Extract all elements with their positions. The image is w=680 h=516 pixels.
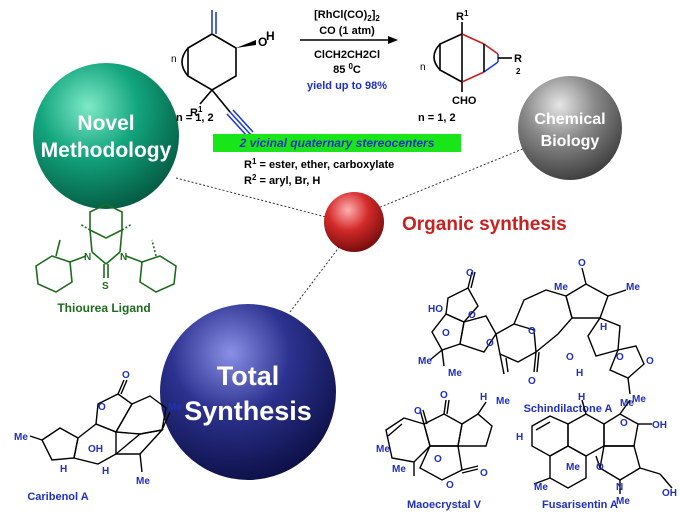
sphere-synthesis-line1: Total xyxy=(217,361,280,391)
fusarisentin-oh-1: OH xyxy=(652,420,667,431)
product-r1-label: R1 xyxy=(456,9,469,23)
catalyst-label: [RhCl(CO)2]2 xyxy=(314,9,380,23)
maoecrystal-h: H xyxy=(480,392,487,403)
caribenol-me-1: Me xyxy=(14,432,28,443)
product-n-label: n xyxy=(420,62,426,73)
caribenol-me-2: Me xyxy=(168,402,182,413)
sm-n-label: n xyxy=(171,54,177,65)
schindilactone-o-3: O xyxy=(442,328,450,339)
n-right-label: n = 1, 2 xyxy=(418,112,456,124)
hub-label: Organic synthesis xyxy=(402,214,567,235)
sphere-hub xyxy=(324,192,384,252)
schindilactone-o-5: O xyxy=(528,326,536,337)
r2-definition: R2 = aryl, Br, H xyxy=(244,173,320,187)
maoecrystal-v: O O H Me Me Me O O O Maoecrystal V xyxy=(376,390,510,511)
highlight-box xyxy=(213,134,461,152)
connectors xyxy=(175,145,531,313)
sphere-synthesis-line2: Synthesis xyxy=(184,396,312,426)
caribenol-a: Me O O OH Me H H Me Caribenol A xyxy=(14,370,182,503)
schindilactone-a: O HO O O Me Me O O O Me O Me H O H O O M… xyxy=(418,258,654,415)
caribenol-name: Caribenol A xyxy=(27,491,88,503)
fusarisentin-oh-2: OH xyxy=(662,488,677,499)
schindilactone-h-2: H xyxy=(576,368,583,379)
temperature-label: 85 0C xyxy=(333,62,361,76)
schindilactone-o-10: O xyxy=(646,356,654,367)
ligand-label: Thiourea Ligand xyxy=(57,301,150,315)
connector-biology xyxy=(377,145,531,209)
sphere-methodology: Novel Methodology xyxy=(33,63,179,209)
fusarisentin-me-1: Me xyxy=(632,394,646,405)
thiourea-ligand: N N S Thiourea Ligand xyxy=(35,203,177,315)
maoecrystal-name: Maoecrystal V xyxy=(407,499,482,511)
solvent-label: ClCH2CH2Cl xyxy=(314,49,380,61)
connector-methodology xyxy=(175,177,331,219)
maoecrystal-o-5: O xyxy=(480,468,488,479)
schindilactone-me-4: Me xyxy=(626,282,640,293)
maoecrystal-o-1: O xyxy=(414,406,422,417)
ligand-s-label: S xyxy=(102,281,109,292)
maoecrystal-o-3: O xyxy=(434,454,442,465)
fusarisentin-me-4: Me xyxy=(616,496,630,507)
schindilactone-o-9: O xyxy=(616,352,624,363)
product-cho-label: CHO xyxy=(452,95,477,107)
caribenol-o-2: O xyxy=(122,370,130,381)
fusarisentin-h-2: H xyxy=(516,432,523,443)
fusarisentin-a: H Me O OH H Me O Me N Me OH Fusarisentin… xyxy=(516,392,677,511)
fusarisentin-me-2: Me xyxy=(566,462,580,473)
maoecrystal-me-2: Me xyxy=(376,444,390,455)
caribenol-oh: OH xyxy=(88,444,103,455)
highlight-text: 2 vicinal quaternary stereocenters xyxy=(239,136,435,150)
maoecrystal-me-1: Me xyxy=(496,396,510,407)
n-left-label: n = 1, 2 xyxy=(176,112,214,124)
yield-label: yield up to 98% xyxy=(307,80,387,92)
caribenol-h-2: H xyxy=(102,466,109,477)
sphere-methodology-line2: Methodology xyxy=(41,139,172,162)
maoecrystal-o-4: O xyxy=(446,480,454,491)
schindilactone-o-4: O xyxy=(486,338,494,349)
sphere-biology: Chemical Biology xyxy=(518,76,622,180)
sm-oxygen-label: O xyxy=(258,35,267,49)
connector-synthesis xyxy=(289,245,341,313)
schindilactone-name: Schindilactone A xyxy=(524,403,613,415)
reaction-scheme: n O H R1 R2 n = 1, 2 [RhCl(CO)2]2 CO (1 … xyxy=(171,9,522,187)
fusarisentin-o-2: O xyxy=(596,462,604,473)
fusarisentin-h-1: H xyxy=(578,392,585,403)
sphere-methodology-line1: Novel xyxy=(77,112,134,135)
r1-definition: R1 = ester, ether, carboxylate xyxy=(244,157,394,171)
maoecrystal-o-2: O xyxy=(440,390,448,401)
sm-hydrogen-label: H xyxy=(266,29,275,43)
schindilactone-h-1: H xyxy=(600,322,607,333)
schindilactone-ho: HO xyxy=(428,304,443,315)
reaction-arrow-head xyxy=(388,36,398,44)
co-label: CO (1 atm) xyxy=(319,25,375,37)
fusarisentin-me-3: Me xyxy=(534,482,548,493)
product xyxy=(433,22,512,92)
schindilactone-o-1: O xyxy=(466,268,474,279)
maoecrystal-me-3: Me xyxy=(392,464,406,475)
schindilactone-me-2: Me xyxy=(448,368,462,379)
sphere-biology-line1: Chemical xyxy=(534,111,605,128)
fusarisentin-o-1: O xyxy=(620,418,628,429)
schindilactone-me-1: Me xyxy=(418,356,432,367)
fusarisentin-name: Fusarisentin A xyxy=(542,499,618,511)
caribenol-me-3: Me xyxy=(136,476,150,487)
caribenol-h-1: H xyxy=(60,464,67,475)
ligand-n2-label: N xyxy=(120,252,127,263)
schindilactone-o-6: O xyxy=(528,376,536,387)
ligand-n1-label: N xyxy=(84,252,91,263)
caribenol-o-1: O xyxy=(98,402,106,413)
sphere-biology-line2: Biology xyxy=(541,133,600,150)
fusarisentin-n: N xyxy=(616,482,623,493)
sphere-synthesis: Total Synthesis xyxy=(160,304,336,480)
schindilactone-o-8: O xyxy=(566,352,574,363)
sm-r1-label: R1 xyxy=(190,105,203,119)
schindilactone-o-2: O xyxy=(468,310,476,321)
schindilactone-o-7: O xyxy=(578,258,586,269)
schindilactone-me-3: Me xyxy=(554,282,568,293)
